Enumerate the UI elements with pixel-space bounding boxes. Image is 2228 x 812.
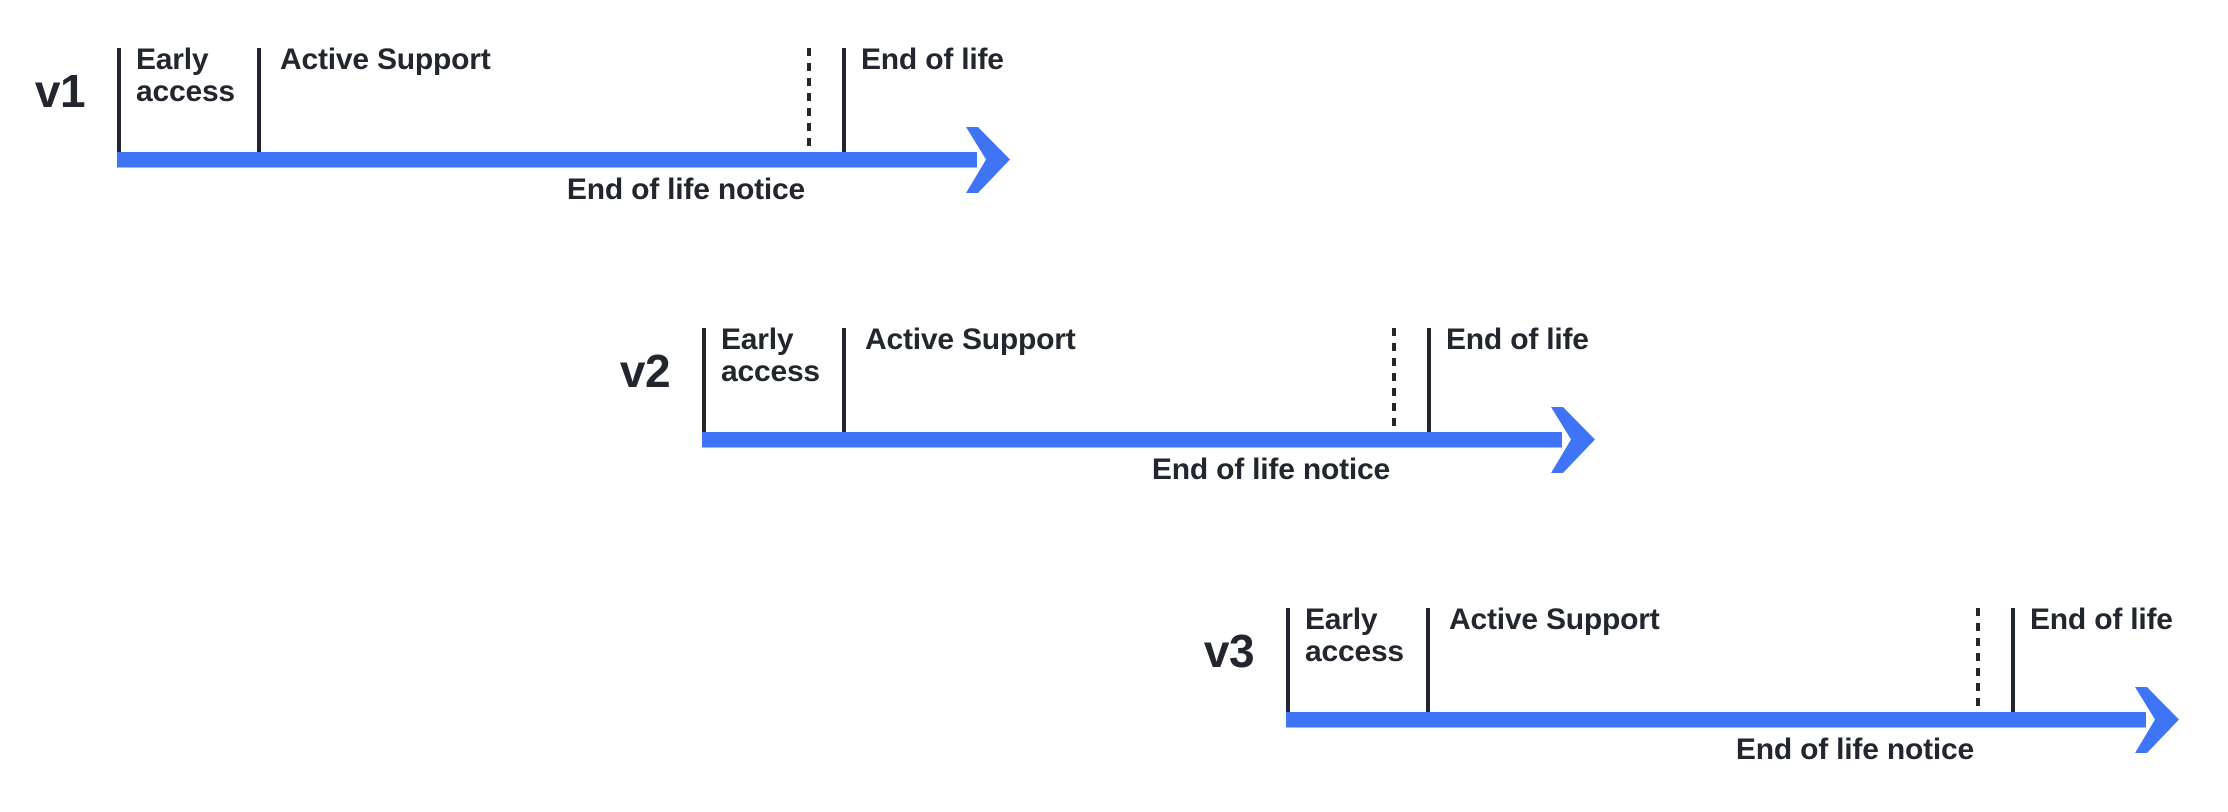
eol-notice-dashed-line <box>807 48 811 150</box>
arrow-shaft <box>117 152 977 168</box>
eol-notice-label: End of life notice <box>1735 733 1974 766</box>
arrow-head-icon <box>1551 407 1595 473</box>
timeline-arrow <box>117 127 1010 193</box>
arrow-head-icon <box>2135 687 2179 753</box>
version-label: v1 <box>34 65 86 117</box>
eol-notice-dashed-line <box>1392 328 1396 430</box>
active-support-label: Active Support <box>1449 603 1660 636</box>
end-of-life-label: End of life <box>1446 323 1589 356</box>
end-of-life-tick <box>1427 328 1431 432</box>
eol-notice-label: End of life notice <box>566 173 805 206</box>
timeline-v2: v2 Early access Active Support End of li… <box>620 324 1642 558</box>
end-of-life-label: End of life <box>861 43 1004 76</box>
early-access-label: Early access <box>721 323 820 388</box>
end-of-life-tick <box>2011 608 2015 712</box>
arrow-head-icon <box>966 127 1010 193</box>
active-support-label: Active Support <box>865 323 1076 356</box>
early-access-label: Early access <box>1305 603 1404 668</box>
end-of-life-tick <box>842 48 846 152</box>
active-support-tick <box>257 48 261 152</box>
version-label: v3 <box>1203 625 1255 677</box>
timeline-arrow <box>702 407 1595 473</box>
active-support-tick <box>1426 608 1430 712</box>
active-support-label: Active Support <box>280 43 491 76</box>
timeline-arrow <box>1286 687 2179 753</box>
early-access-tick <box>1286 608 1290 712</box>
timeline-v3: v3 Early access Active Support End of li… <box>1204 604 2226 812</box>
early-access-label: Early access <box>136 43 235 108</box>
arrow-shaft <box>1286 712 2146 728</box>
arrow-shaft <box>702 432 1562 448</box>
early-access-tick <box>117 48 121 152</box>
active-support-tick <box>842 328 846 432</box>
early-access-tick <box>702 328 706 432</box>
eol-notice-dashed-line <box>1976 608 1980 710</box>
version-label: v2 <box>619 345 671 397</box>
end-of-life-label: End of life <box>2030 603 2173 636</box>
eol-notice-label: End of life notice <box>1151 453 1390 486</box>
timeline-v1: v1 Early access Active Support End of li… <box>35 44 1057 278</box>
